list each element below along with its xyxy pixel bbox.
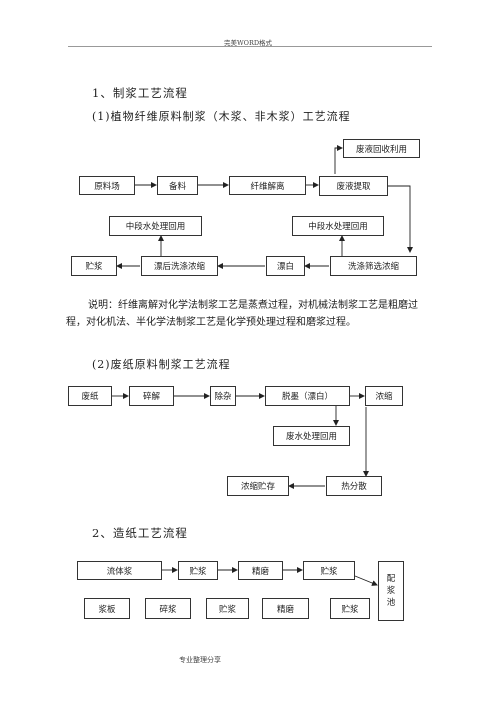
box-storage-4: 贮浆 bbox=[330, 598, 370, 619]
box-material-prep: 备料 bbox=[157, 176, 198, 195]
box-impurity-removal: 除杂 bbox=[210, 386, 236, 406]
box-raw-material-yard: 原料场 bbox=[79, 176, 135, 195]
box-mid-water-treatment-2: 中段水处理回用 bbox=[292, 216, 384, 236]
section1-title: 1、制浆工艺流程 bbox=[92, 86, 188, 100]
page-footer: 专业整理分享 bbox=[179, 656, 221, 664]
box-mixing-tank: 配 浆 池 bbox=[378, 561, 404, 621]
mixing-tank-char-3: 池 bbox=[386, 598, 396, 608]
box-bleaching: 漂白 bbox=[266, 256, 305, 276]
note-paragraph: 说明：纤维离解对化学法制浆工艺是蒸煮过程，对机械法制浆工艺是粗磨过程，对化机法、… bbox=[66, 300, 418, 328]
box-waste-liquor-recycling: 废液回收利用 bbox=[343, 139, 420, 158]
box-storage-3: 贮浆 bbox=[206, 598, 249, 619]
box-deinking: 脱墨（漂白） bbox=[265, 386, 350, 406]
mixing-tank-char-2: 浆 bbox=[386, 586, 396, 596]
box-refining-1: 精磨 bbox=[238, 561, 283, 580]
section1-sub2-title: (2)废纸原料制浆工艺流程 bbox=[92, 358, 231, 371]
box-wash-screen-concentrate: 洗涤筛选浓缩 bbox=[330, 256, 417, 276]
box-concentrated-storage: 浓缩贮存 bbox=[227, 476, 289, 496]
box-fluid-pulp: 流体浆 bbox=[77, 561, 162, 580]
box-storage-1: 贮浆 bbox=[178, 561, 218, 580]
box-storage-2: 贮浆 bbox=[303, 561, 355, 580]
box-pulping: 碎解 bbox=[129, 386, 174, 406]
box-concentration: 浓缩 bbox=[365, 386, 403, 406]
box-wastewater-treatment: 废水处理回用 bbox=[273, 426, 350, 446]
box-waste-liquor-extraction: 废液提取 bbox=[319, 176, 388, 196]
mixing-tank-char-1: 配 bbox=[386, 574, 396, 584]
box-post-bleach-washing: 漂后洗涤浓缩 bbox=[141, 256, 218, 276]
box-pulp-crushing: 碎浆 bbox=[145, 598, 191, 619]
page-header: 完美WORD格式 bbox=[223, 39, 273, 47]
box-mid-water-treatment-1: 中段水处理回用 bbox=[109, 216, 202, 236]
box-waste-paper: 废纸 bbox=[68, 386, 112, 406]
section2-title: 2、造纸工艺流程 bbox=[92, 526, 188, 540]
box-pulp-board: 浆板 bbox=[84, 598, 130, 619]
box-fiber-separation: 纤维解离 bbox=[229, 176, 306, 195]
section1-sub1-title: (1)植物纤维原料制浆（木浆、非木浆）工艺流程 bbox=[92, 110, 351, 123]
box-refining-2: 精磨 bbox=[262, 598, 309, 619]
box-hot-dispersion: 热分散 bbox=[326, 476, 382, 496]
header-rule bbox=[68, 46, 432, 47]
box-pulp-storage: 贮浆 bbox=[71, 256, 117, 276]
